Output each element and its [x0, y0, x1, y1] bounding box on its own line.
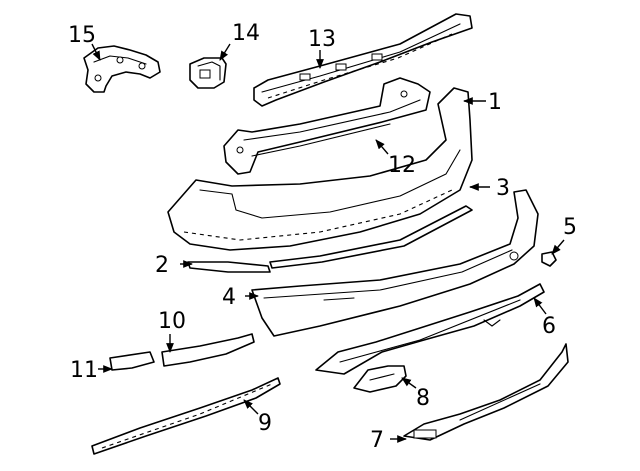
callout-5: 5: [563, 215, 577, 240]
part-15-bracket: [83, 45, 161, 93]
part-2-reflector: [187, 261, 271, 273]
callout-4: 4: [222, 285, 236, 310]
part-9-molding: [91, 377, 281, 455]
callout-2: 2: [155, 253, 169, 278]
part-7-lower-trim: [403, 343, 569, 441]
part-1-bumper-cover: [167, 87, 473, 251]
callout-10: 10: [158, 309, 186, 334]
callout-15: 15: [68, 23, 96, 48]
callout-8: 8: [416, 386, 430, 411]
leader-lines: [91, 43, 565, 443]
callout-9: 9: [258, 411, 272, 436]
callout-12: 12: [388, 153, 416, 178]
part-13-energy-absorber: [253, 13, 473, 107]
callout-3: 3: [496, 176, 510, 201]
part-10-reflector: [161, 333, 255, 367]
part-11-reflector: [109, 351, 155, 371]
callout-7: 7: [370, 428, 384, 453]
callout-14: 14: [232, 21, 260, 46]
part-14-mount-bracket: [189, 57, 227, 89]
part-8-exhaust-tip: [353, 365, 407, 393]
callout-6: 6: [542, 314, 556, 339]
callout-1: 1: [488, 90, 502, 115]
callout-labels: 1 2 3 4 5 6 7 8 9 10 11 12 13 14 15: [68, 21, 577, 453]
part-5-plug: [541, 251, 557, 267]
part-6-diffuser: [315, 283, 545, 375]
part-3-strip: [269, 205, 473, 269]
part-12-impact-bar: [223, 77, 431, 175]
callout-13: 13: [308, 27, 336, 52]
part-4-lower-cover: [251, 189, 539, 337]
callout-11: 11: [70, 358, 98, 383]
